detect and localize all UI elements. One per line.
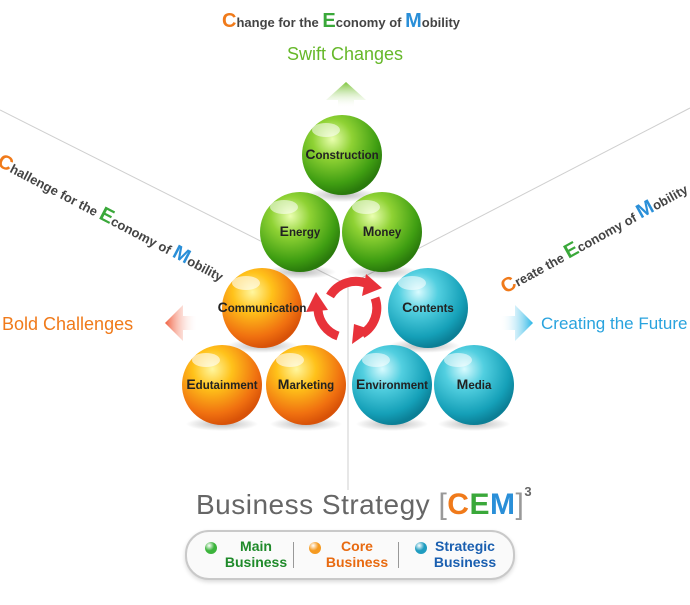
- legend-core-line2: Business: [325, 554, 389, 570]
- heading-word: obility: [421, 15, 461, 30]
- strategy-title: Business Strategy [CEM]3: [196, 484, 532, 522]
- sphere-label-media: Media: [457, 376, 492, 392]
- sphere-label-construction: Construction: [305, 146, 378, 162]
- heading-word: hange for the: [236, 15, 323, 30]
- label-rest: onstruction: [315, 150, 378, 162]
- legend-divider: [293, 542, 294, 568]
- sphere-label-energy: Energy: [280, 223, 321, 239]
- left-subtitle: Bold Challenges: [2, 314, 134, 334]
- sphere-energy: [260, 192, 340, 272]
- sphere-label-environment: Environment: [356, 376, 428, 392]
- sphere-label-edutainment: Edutainment: [186, 376, 257, 392]
- sphere-construction: [302, 115, 382, 195]
- strategy-exponent: 3: [524, 484, 533, 499]
- heading-capital-letter: M: [405, 10, 422, 32]
- heading-capital-letter: C: [222, 10, 237, 32]
- arrow-right-icon: [500, 305, 533, 341]
- strategy-title-text: Business Strategy: [196, 489, 439, 520]
- top-subtitle: Swift Changes: [286, 44, 404, 64]
- legend: Main Business Core Business Strategic Bu…: [185, 530, 515, 580]
- sphere-media: [434, 345, 514, 425]
- legend-strategic-line1: Strategic: [435, 538, 495, 554]
- heading-word: conomy of: [335, 15, 406, 30]
- label-initial: C: [305, 146, 315, 162]
- sphere-label-marketing: Marketing: [278, 376, 334, 392]
- legend-main-business: Main Business: [221, 538, 291, 570]
- bracket-close: ]: [515, 488, 525, 521]
- bracket-open: [: [438, 488, 448, 521]
- arrow-left-icon: [165, 305, 198, 341]
- legend-main-line1: Main: [240, 538, 272, 554]
- sphere-communication: [222, 268, 302, 348]
- sphere-marketing: [266, 345, 346, 425]
- sphere-label-money: Money: [363, 223, 402, 239]
- top-heading: Change for the Economy of Mobility: [222, 10, 460, 33]
- cem-letter: M: [489, 488, 516, 521]
- sphere-money: [342, 192, 422, 272]
- arrow-up-icon: [326, 82, 366, 108]
- cem-acronym: CEM: [447, 488, 515, 521]
- sphere-label-communication: Communication: [218, 299, 307, 315]
- legend-strategic-line2: Business: [433, 554, 497, 570]
- cycle-arrowheads: [306, 274, 382, 344]
- sphere-contents: [388, 268, 468, 348]
- sphere-label-contents: Contents: [402, 299, 454, 315]
- legend-divider: [398, 542, 399, 568]
- legend-core-business: Core Business: [321, 538, 393, 570]
- core-business-dot-icon: [309, 542, 321, 554]
- sphere-edutainment: [182, 345, 262, 425]
- heading-capital-letter: E: [322, 10, 336, 32]
- main-business-dot-icon: [205, 542, 217, 554]
- legend-core-line1: Core: [341, 538, 373, 554]
- sphere-environment: [352, 345, 432, 425]
- right-subtitle: Creating the Future: [541, 314, 688, 333]
- legend-main-line2: Business: [224, 554, 288, 570]
- strategic-business-dot-icon: [415, 542, 427, 554]
- cem-letter: E: [469, 488, 490, 521]
- cem-letter: C: [447, 488, 470, 521]
- legend-strategic-business: Strategic Business: [427, 538, 503, 570]
